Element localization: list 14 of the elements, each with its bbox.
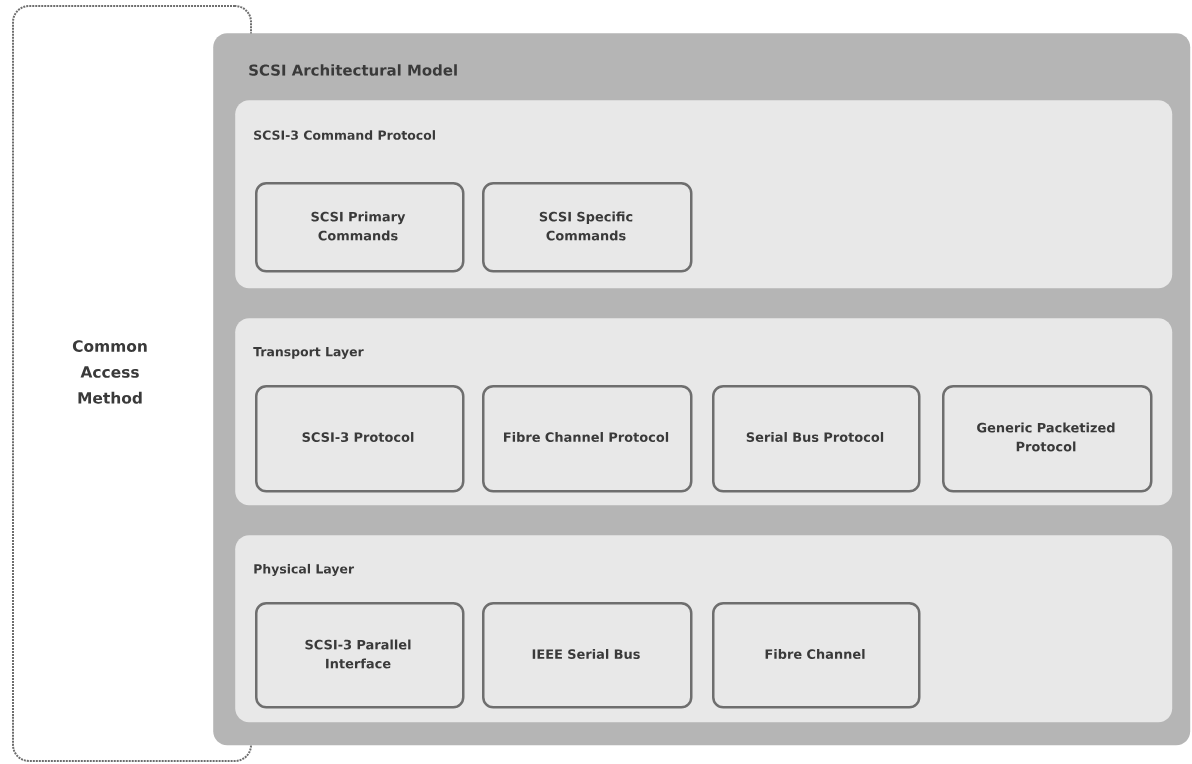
- panel-heading: Physical Layer: [254, 563, 355, 577]
- component-box: Serial Bus Protocol: [712, 385, 921, 493]
- component-box: SCSI-3 Parallel Interface: [255, 602, 465, 709]
- component-box: SCSI-3 Protocol: [255, 385, 465, 493]
- component-box: SCSI Specific Commands: [482, 182, 693, 273]
- component-box: Fibre Channel: [712, 602, 921, 709]
- panel-heading: Transport Layer: [253, 347, 364, 359]
- panel-heading: SCSI-3 Command Protocol: [254, 130, 435, 140]
- component-box: IEEE Serial Bus: [482, 602, 693, 709]
- component-box: SCSI Primary Commands: [255, 182, 465, 273]
- side-label: Common Access Method: [72, 340, 147, 404]
- component-box: Fibre Channel Protocol: [482, 385, 693, 493]
- panel-heading: SCSI Architectural Model: [249, 64, 457, 76]
- component-box: Generic Packetized Protocol: [942, 385, 1153, 493]
